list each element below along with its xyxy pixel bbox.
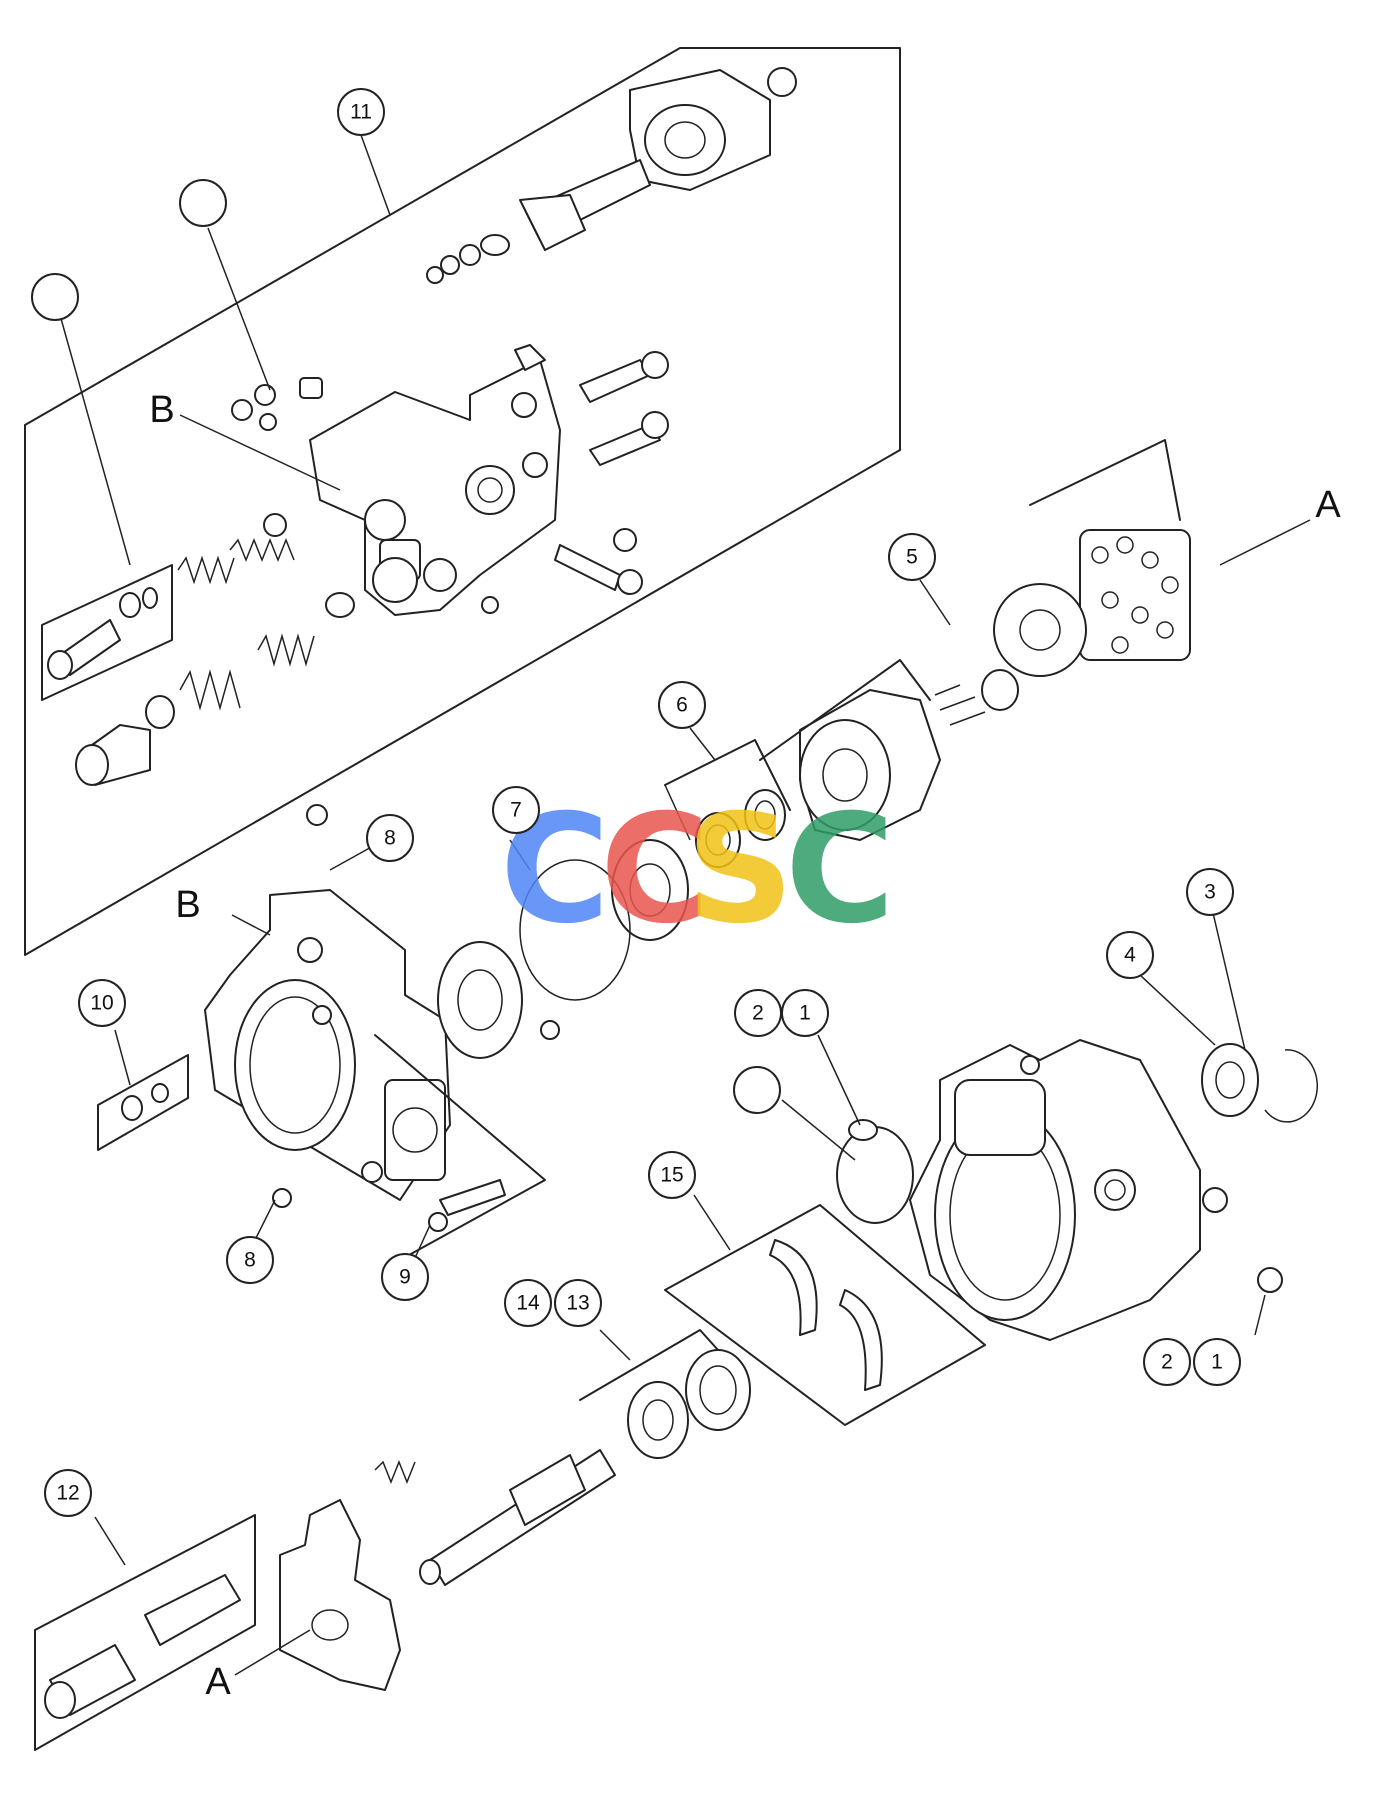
callout-label: 9 [399, 1266, 411, 1289]
callout-label: 5 [906, 546, 918, 569]
drive-shaft [374, 1449, 616, 1586]
bracket-lever [279, 1499, 401, 1691]
valve-fittings-upper [231, 344, 669, 614]
callout-1-bottom: 1 [1193, 1338, 1241, 1386]
letter-a-right: A [1315, 484, 1341, 526]
callout-2-top: 2 [734, 989, 782, 1037]
cylinder-block [759, 659, 941, 841]
watermark-letter-2: C [600, 783, 710, 957]
callout-label: 15 [660, 1164, 683, 1187]
bearing-group-13 [579, 1329, 751, 1459]
callout-label: 2 [752, 1002, 764, 1025]
callout-label: 1 [1211, 1351, 1223, 1374]
callout-6: 6 [658, 681, 706, 729]
watermark-letter-4: C [785, 783, 895, 957]
valve-body-upper [309, 359, 561, 616]
leader-lines [59, 134, 1311, 1676]
group-11-outline [24, 47, 901, 956]
callout-label: 11 [350, 101, 372, 124]
callout-label: 3 [1204, 881, 1216, 904]
callout-label: 4 [1124, 944, 1136, 967]
callout-2-bottom: 2 [1143, 1338, 1191, 1386]
callout-label: 1 [799, 1002, 811, 1025]
callout-label: 8 [244, 1249, 256, 1272]
callout-label: 2 [1161, 1351, 1173, 1374]
callout-label: 8 [384, 827, 396, 850]
callout-1-top: 1 [781, 989, 829, 1037]
callout-blank-3 [733, 1066, 781, 1114]
callout-label: 12 [56, 1482, 79, 1505]
small-part-box [41, 564, 173, 701]
callout-label: 7 [510, 799, 522, 822]
callout-label: 13 [566, 1292, 589, 1315]
callout-4: 4 [1106, 931, 1154, 979]
callout-8-bottom: 8 [226, 1236, 274, 1284]
valve-plate [519, 839, 689, 1001]
callout-blank-1 [179, 179, 227, 227]
swashplate-inserts [664, 1204, 986, 1426]
section-letters: B A B A [149, 389, 1341, 1703]
letter-b-top: B [149, 389, 174, 431]
callout-9: 9 [381, 1253, 429, 1301]
port-block-mid [204, 804, 560, 1261]
callout-label: 6 [676, 694, 688, 717]
callout-label: 14 [516, 1292, 540, 1315]
callout-blank-2 [31, 273, 79, 321]
letter-a-bottom: A [205, 1661, 231, 1703]
callout-15: 15 [648, 1151, 696, 1199]
pump-housing [836, 1039, 1319, 1341]
solenoid-cartridge [426, 67, 797, 284]
spool-springs-upper [75, 513, 355, 786]
callout-3: 3 [1186, 868, 1234, 916]
watermark-letter-3: S [686, 783, 794, 957]
small-part-box-12 [34, 1514, 256, 1751]
callout-12: 12 [44, 1469, 92, 1517]
callout-13: 13 [554, 1279, 602, 1327]
callout-10: 10 [78, 979, 126, 1027]
callout-5: 5 [888, 533, 936, 581]
callout-label: 10 [90, 992, 113, 1015]
callout-7: 7 [492, 786, 540, 834]
callout-14: 14 [504, 1279, 552, 1327]
callout-11: 11 [337, 88, 385, 136]
piston-group [934, 439, 1191, 726]
bearing-group-6 [664, 739, 791, 868]
watermark: C C S C [500, 783, 895, 957]
callout-8-top: 8 [366, 814, 414, 862]
letter-b-mid: B [175, 884, 200, 926]
callouts: 11 5 6 7 8 10 8 9 3 4 2 1 15 14 13 2 1 1… [31, 88, 1241, 1517]
small-part-box-10 [97, 1054, 189, 1151]
